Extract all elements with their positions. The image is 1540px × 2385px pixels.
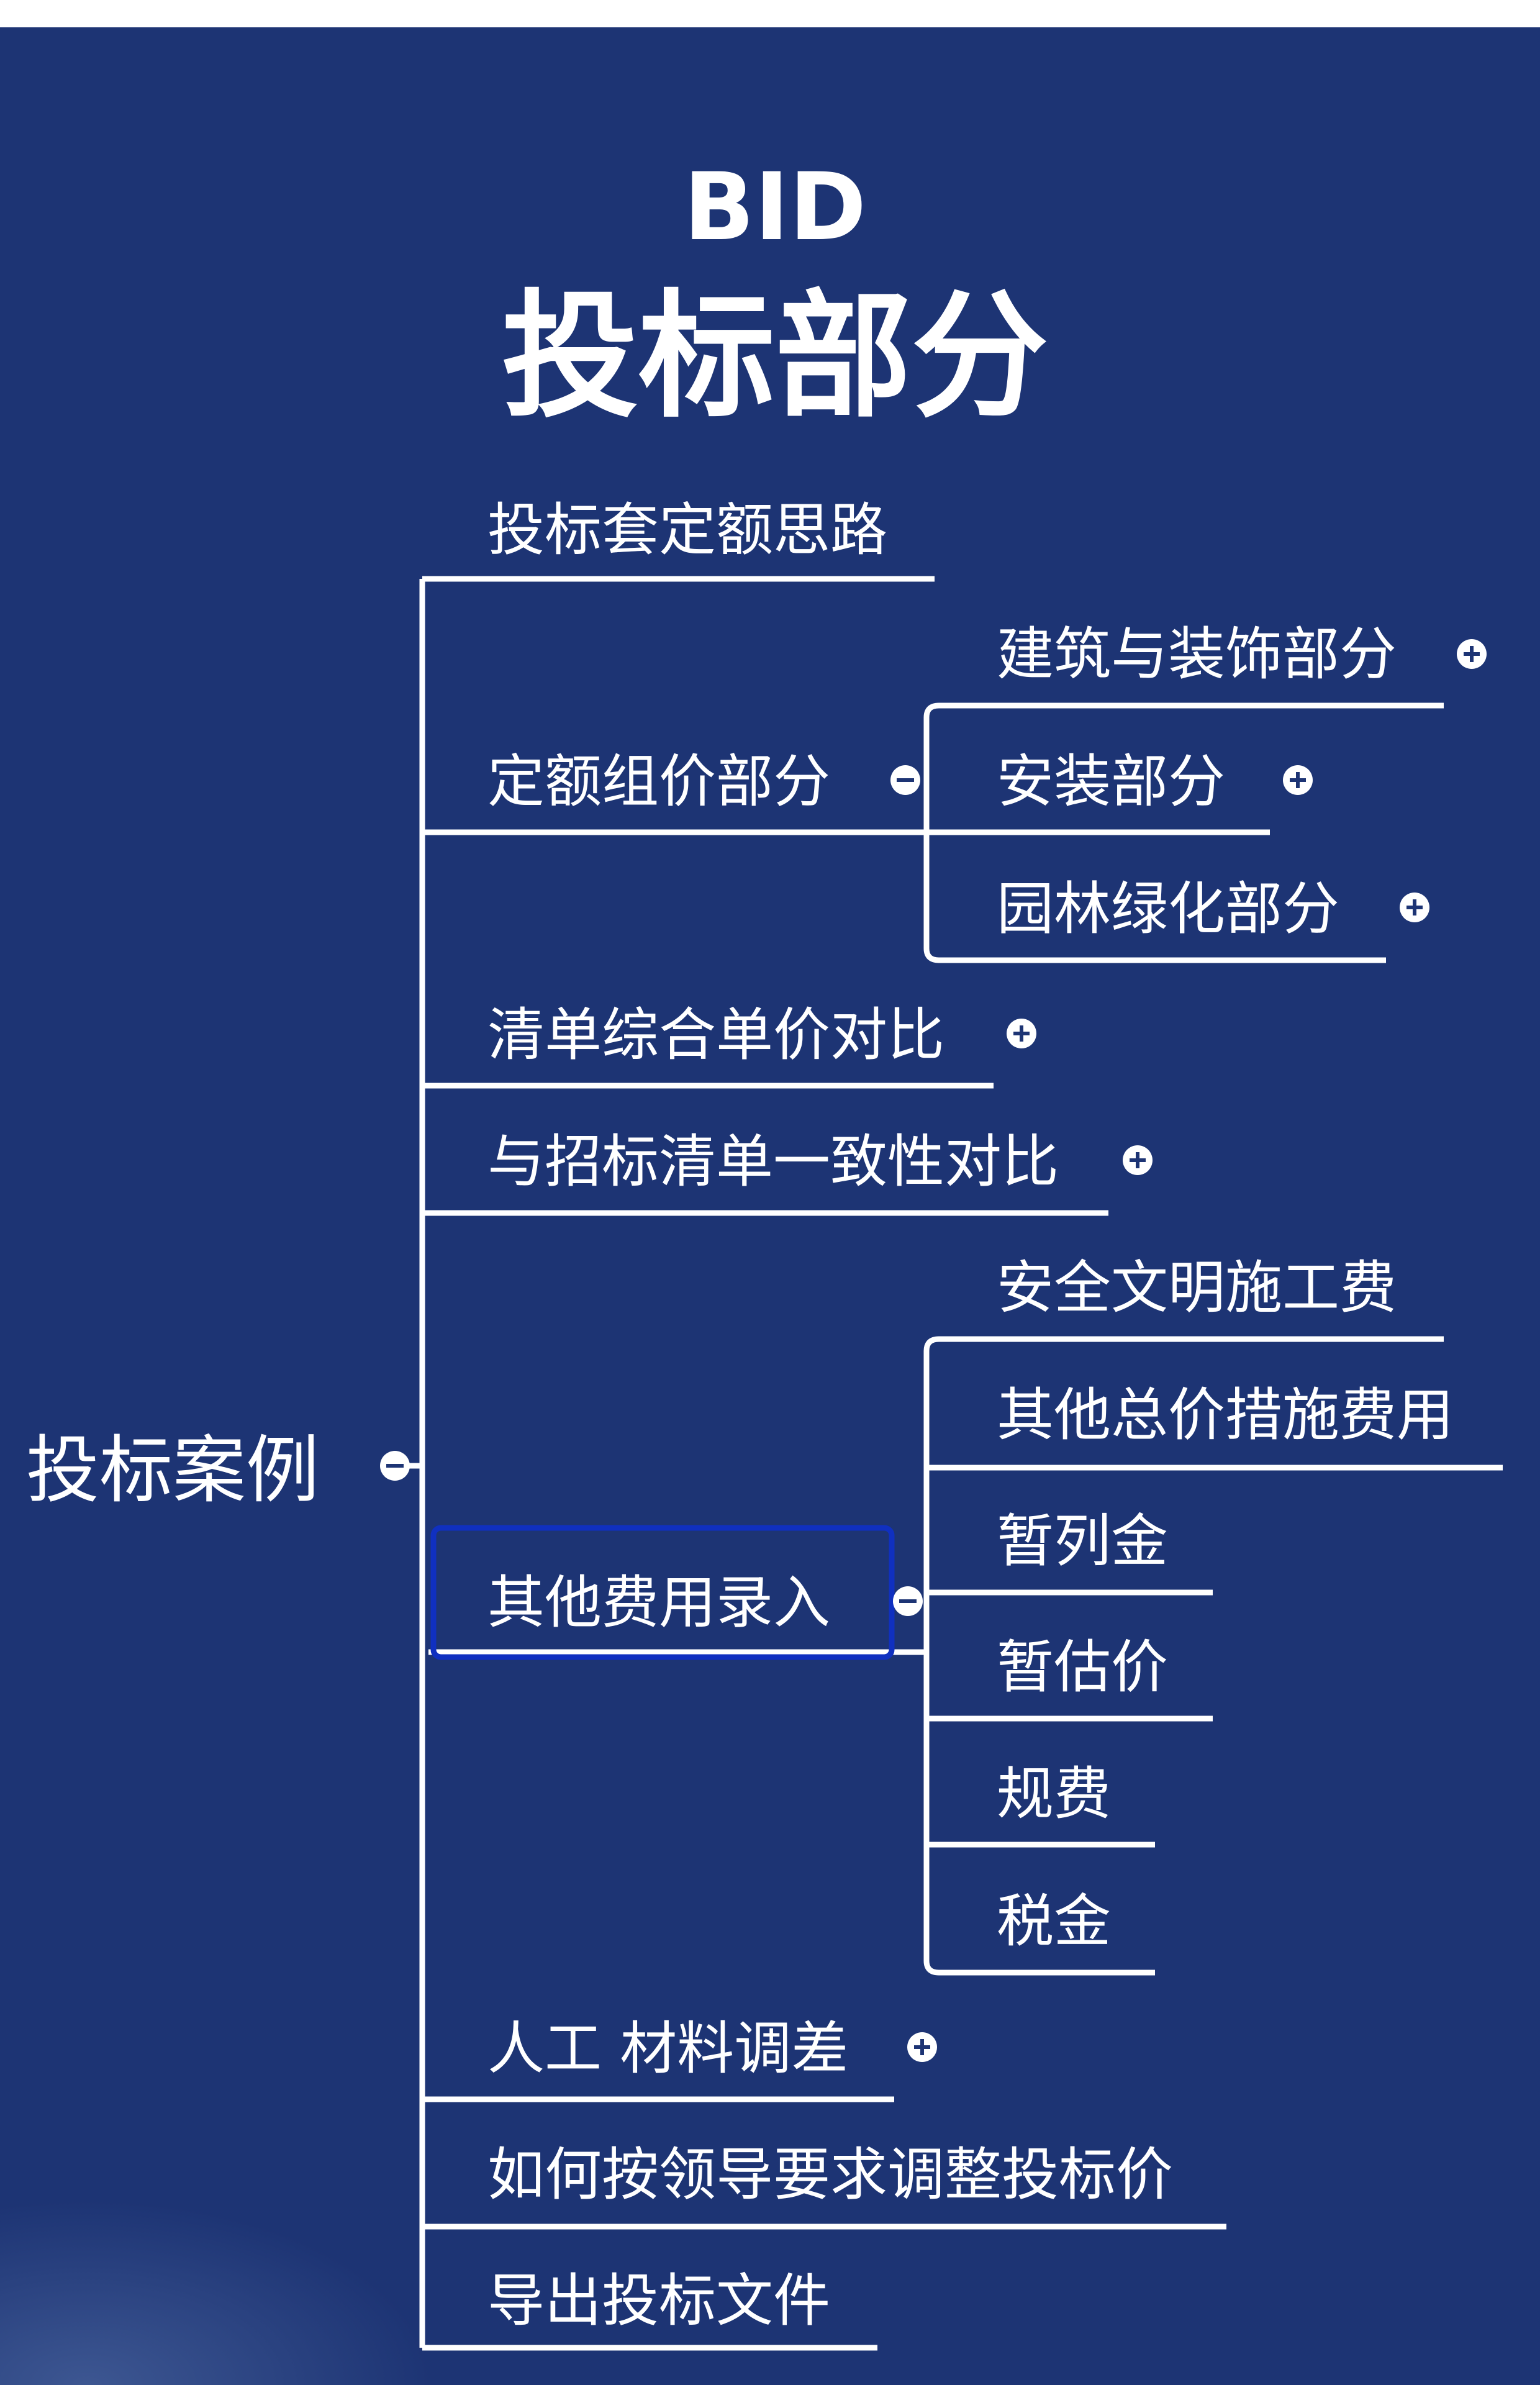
diagram-panel: BID 投标部分 投标案例 投标套定额思路 定额组价部分 清单综合单价对比 与招… <box>0 27 1540 2385</box>
root-node[interactable]: 投标案例 <box>26 1427 319 1513</box>
sub5-spine <box>923 1336 940 1976</box>
sub2-spine <box>923 702 940 963</box>
sub5-2-label[interactable]: 其他总价措施费用 <box>997 1382 1454 1448</box>
sub2-3-label[interactable]: 园林绿化部分 <box>997 876 1339 942</box>
minus-circle-icon[interactable] <box>893 1586 923 1616</box>
sub5-1-label[interactable]: 安全文明施工费 <box>997 1255 1397 1321</box>
title-en: BID <box>684 153 867 261</box>
sub5-4-label[interactable]: 暂估价 <box>997 1634 1168 1701</box>
sub2-2-label[interactable]: 安装部分 <box>997 748 1225 815</box>
plus-circle-icon[interactable] <box>907 2032 937 2062</box>
minus-circle-icon[interactable] <box>890 765 920 795</box>
sub2-1-label[interactable]: 建筑与装饰部分 <box>997 621 1397 688</box>
plus-circle-icon[interactable] <box>1283 765 1313 795</box>
branch-2-label[interactable]: 定额组价部分 <box>487 748 830 815</box>
branch-5-label[interactable]: 其他费用录入 <box>487 1570 830 1636</box>
branch-4-label[interactable]: 与招标清单一致性对比 <box>487 1129 1059 1195</box>
title-cn: 投标部分 <box>502 277 1048 436</box>
mind-map: BID 投标部分 投标案例 投标套定额思路 定额组价部分 清单综合单价对比 与招… <box>26 153 1503 2351</box>
plus-circle-icon[interactable] <box>1123 1145 1153 1175</box>
plus-circle-icon[interactable] <box>1400 893 1429 922</box>
branch-7-label[interactable]: 如何按领导要求调整投标价 <box>487 2142 1173 2208</box>
sub5-3-label[interactable]: 暂列金 <box>997 1508 1168 1574</box>
sub5-5-label[interactable]: 规费 <box>997 1761 1111 1827</box>
branch-3-label[interactable]: 清单综合单价对比 <box>487 1002 944 1068</box>
plus-circle-icon[interactable] <box>1007 1019 1036 1048</box>
sub5-6-label[interactable]: 税金 <box>997 1888 1111 1955</box>
branch-1-label[interactable]: 投标套定额思路 <box>487 497 887 563</box>
plus-circle-icon[interactable] <box>1457 639 1487 669</box>
branch-8-label[interactable]: 导出投标文件 <box>487 2268 830 2334</box>
branch-6-label[interactable]: 人工 材料调差 <box>487 2015 848 2082</box>
minus-circle-icon[interactable] <box>380 1451 410 1481</box>
selection-highlight <box>430 1525 895 1660</box>
